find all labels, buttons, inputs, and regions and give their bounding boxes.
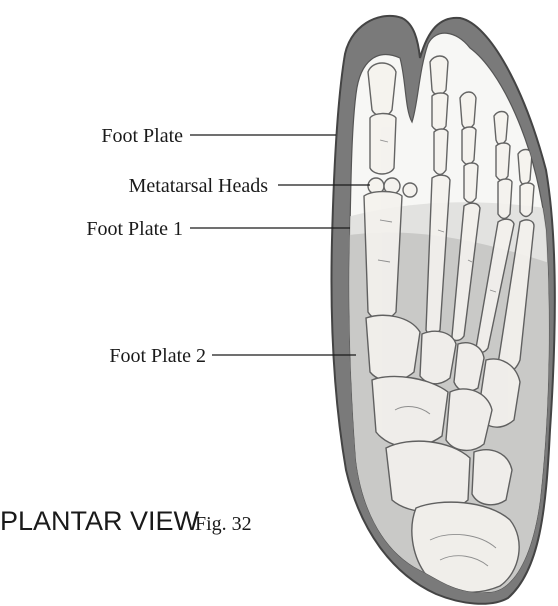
- foot-plate-label: Foot Plate: [101, 125, 183, 147]
- foot-plate-1-label: Foot Plate 1: [86, 218, 183, 240]
- foot-plate-2-label: Foot Plate 2: [109, 345, 206, 367]
- view-title: PLANTAR VIEW: [0, 506, 200, 536]
- metatarsal-heads-label: Metatarsal Heads: [129, 175, 269, 197]
- figure-number: Fig. 32: [195, 513, 252, 535]
